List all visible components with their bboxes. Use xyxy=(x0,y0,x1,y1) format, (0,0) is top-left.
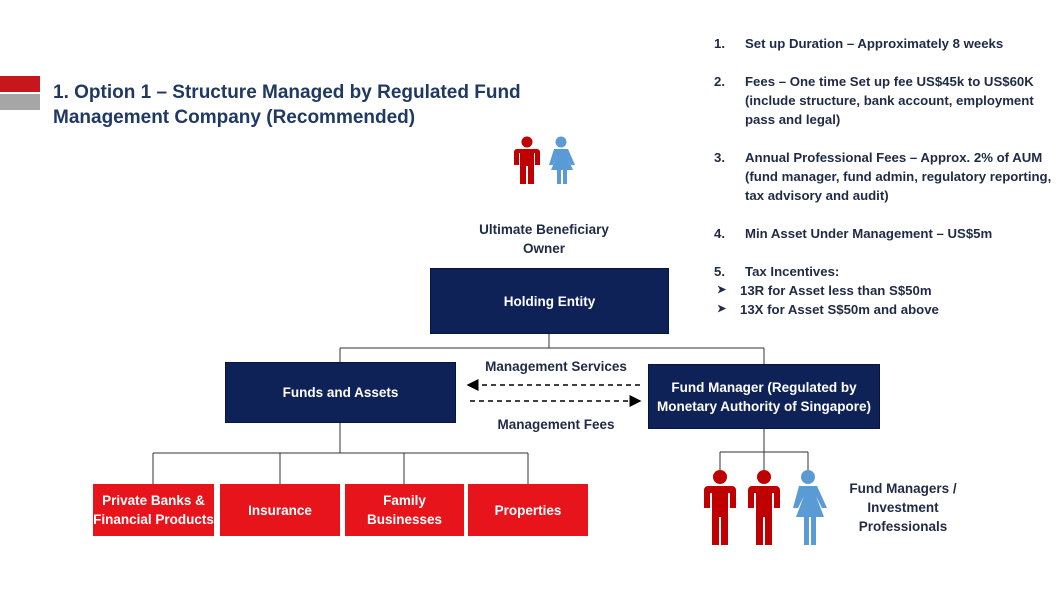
ubo-label: Ultimate Beneficiary Owner xyxy=(479,222,609,256)
note-number: 4. xyxy=(714,226,725,241)
beneficiary-owners-icon xyxy=(514,136,575,184)
fund-professionals-icon xyxy=(704,470,827,545)
note-number: 3. xyxy=(714,150,725,165)
male-person-icon xyxy=(748,470,780,545)
note-text: Set up Duration – Approximately 8 weeks xyxy=(745,36,1004,51)
funds-assets-box: Funds and Assets xyxy=(225,362,456,423)
title-accent-grey xyxy=(0,94,40,110)
note-text: Fees – One time Set up fee US$45k to US$… xyxy=(745,74,1034,127)
properties-box: Properties xyxy=(468,484,588,536)
note-text: Annual Professional Fees – Approx. 2% of… xyxy=(745,150,1052,203)
male-person-icon xyxy=(704,470,736,545)
fund-manager-box: Fund Manager (Regulated by Monetary Auth… xyxy=(648,364,880,429)
tax-incentive-text: 13X for Asset S$50m and above xyxy=(740,302,939,317)
female-person-icon xyxy=(549,136,575,184)
holding-entity-box: Holding Entity xyxy=(430,268,669,334)
note-text: Tax Incentives: xyxy=(745,264,840,279)
note-number: 1. xyxy=(714,36,725,51)
tax-incentive-item: ➤ 13R for Asset less than S$50m xyxy=(714,281,1058,300)
note-text: Min Asset Under Management – US$5m xyxy=(745,226,993,241)
note-item: 5. Tax Incentives: xyxy=(714,262,1058,281)
note-number: 5. xyxy=(714,264,725,279)
arrow-bullet-icon: ➤ xyxy=(717,303,727,315)
male-person-icon xyxy=(514,136,540,184)
private-banks-box: Private Banks & Financial Products xyxy=(93,484,214,536)
management-services-label: Management Services xyxy=(485,359,627,374)
note-item: 1. Set up Duration – Approximately 8 week… xyxy=(714,34,1058,53)
fund-professionals-label: Fund Managers / Investment Professionals xyxy=(849,481,957,534)
note-number: 2. xyxy=(714,74,725,89)
notes-list: 1. Set up Duration – Approximately 8 week… xyxy=(714,34,1058,319)
female-person-icon xyxy=(793,470,827,545)
family-businesses-box: Family Businesses xyxy=(345,484,464,536)
page-title: 1. Option 1 – Structure Managed by Regul… xyxy=(53,82,521,128)
note-item: 3. Annual Professional Fees – Approx. 2% … xyxy=(714,148,1058,205)
management-fees-label: Management Fees xyxy=(497,417,615,432)
arrow-bullet-icon: ➤ xyxy=(717,284,727,296)
tax-incentive-text: 13R for Asset less than S$50m xyxy=(740,283,932,298)
tax-incentive-item: ➤ 13X for Asset S$50m and above xyxy=(714,300,1058,319)
note-item: 4. Min Asset Under Management – US$5m xyxy=(714,224,1058,243)
title-accent-red xyxy=(0,76,40,92)
insurance-box: Insurance xyxy=(220,484,340,536)
note-item: 2. Fees – One time Set up fee US$45k to U… xyxy=(714,72,1058,129)
